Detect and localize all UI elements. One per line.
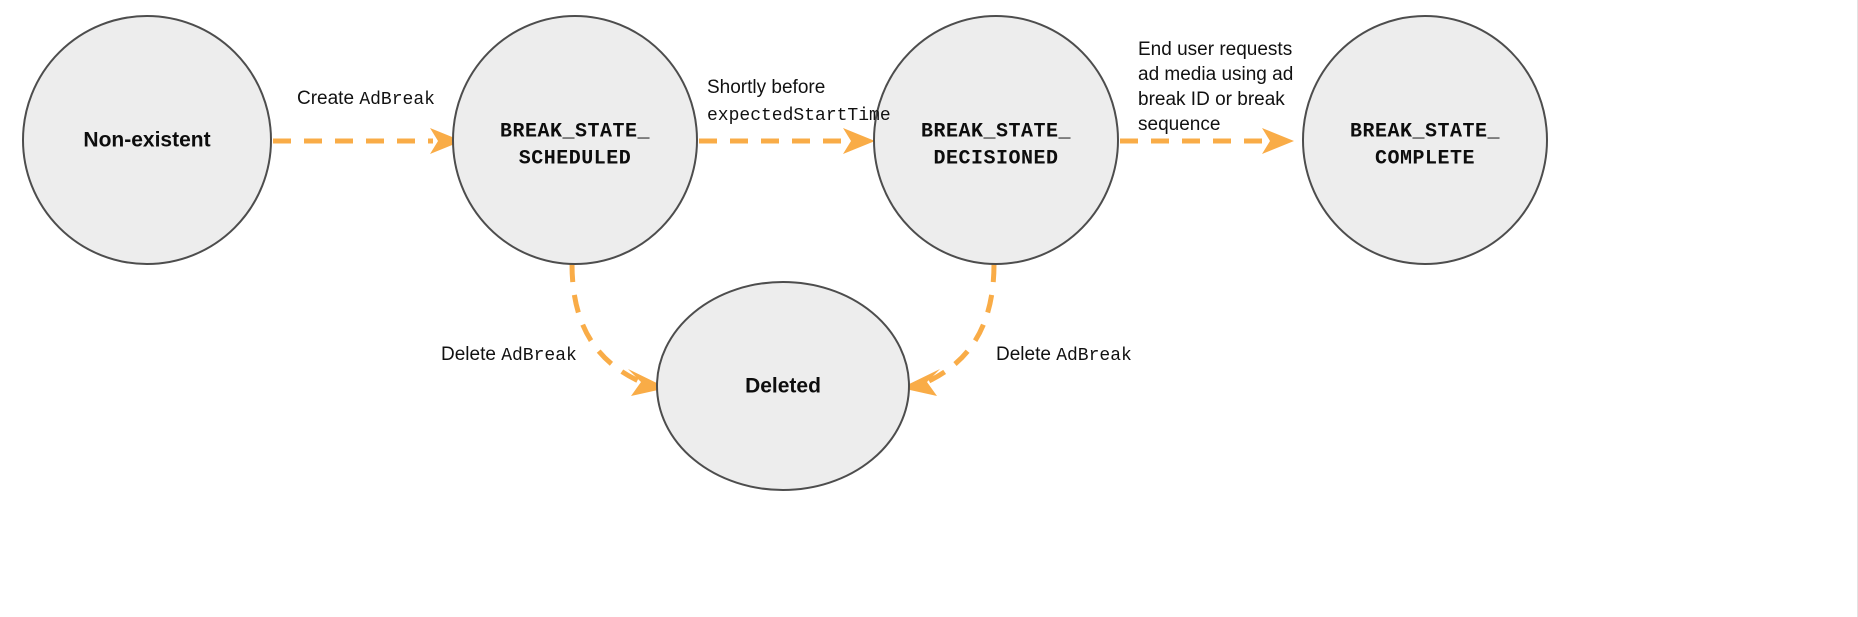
edge-label-text: Delete AdBreak — [996, 344, 1132, 366]
node-label-break-state-decisioned-line2: DECISIONED — [933, 147, 1058, 170]
edge-label-shortly-before: Shortly before expectedStartTime — [707, 77, 891, 126]
node-shape — [22, 15, 272, 265]
node-shape — [1302, 15, 1548, 265]
run-mono: AdBreak — [501, 346, 577, 366]
node-label-deleted: Deleted — [745, 375, 821, 398]
node-label-non-existent: Non-existent — [83, 129, 210, 152]
edge-shortly-before — [699, 128, 875, 154]
arrow-head-icon — [1262, 128, 1294, 154]
edge-delete-adbreak-from-decisioned — [901, 263, 997, 396]
edge-label-end-user-requests: End user requests ad media using ad brea… — [1138, 39, 1293, 135]
node-label-break-state-complete-line1: BREAK_STATE_ — [1350, 120, 1501, 143]
edge-label-delete-adbreak-from-decisioned: Delete AdBreak — [996, 344, 1132, 366]
edge-label-line1: Shortly before — [707, 77, 825, 98]
edge-line — [569, 263, 649, 388]
arrow-head-icon — [430, 128, 462, 154]
run-mono: AdBreak — [1056, 346, 1132, 366]
node-label-break-state-scheduled-line1: BREAK_STATE_ — [500, 120, 651, 143]
run-plain: Create — [297, 88, 359, 109]
node-non-existent[interactable]: Non-existent — [22, 15, 272, 265]
edge-label-delete-adbreak-from-scheduled: Delete AdBreak — [441, 344, 577, 366]
node-label-break-state-decisioned-line1: BREAK_STATE_ — [921, 120, 1072, 143]
arrow-head-icon — [901, 369, 940, 396]
node-shape — [452, 15, 698, 265]
edge-label-line1: End user requests — [1138, 39, 1292, 60]
edge-line — [919, 263, 997, 388]
node-deleted[interactable]: Deleted — [656, 281, 910, 491]
edge-create-adbreak — [273, 128, 462, 154]
edge-label-line2: expectedStartTime — [707, 106, 891, 126]
edge-label-create-adbreak: Create AdBreak — [297, 88, 435, 110]
edge-label-line4: sequence — [1138, 114, 1220, 135]
run-mono: AdBreak — [359, 90, 435, 110]
run-plain: Delete — [441, 344, 501, 365]
node-break-state-decisioned[interactable]: BREAK_STATE_ DECISIONED — [873, 15, 1119, 265]
edge-label-text: Delete AdBreak — [441, 344, 577, 366]
node-label-break-state-scheduled-line2: SCHEDULED — [519, 147, 632, 170]
node-shape — [656, 281, 910, 491]
node-break-state-scheduled[interactable]: BREAK_STATE_ SCHEDULED — [452, 15, 698, 265]
node-label-break-state-complete-line2: COMPLETE — [1375, 147, 1475, 170]
node-break-state-complete[interactable]: BREAK_STATE_ COMPLETE — [1302, 15, 1548, 265]
edge-label-line3: break ID or break — [1138, 89, 1285, 110]
edge-label-line2: ad media using ad — [1138, 64, 1293, 85]
edge-label-text: Create AdBreak — [297, 88, 435, 110]
run-plain: Delete — [996, 344, 1056, 365]
node-shape — [873, 15, 1119, 265]
edge-end-user-requests — [1120, 128, 1294, 154]
arrow-head-icon — [843, 128, 875, 154]
edge-delete-adbreak-from-scheduled — [569, 263, 667, 396]
